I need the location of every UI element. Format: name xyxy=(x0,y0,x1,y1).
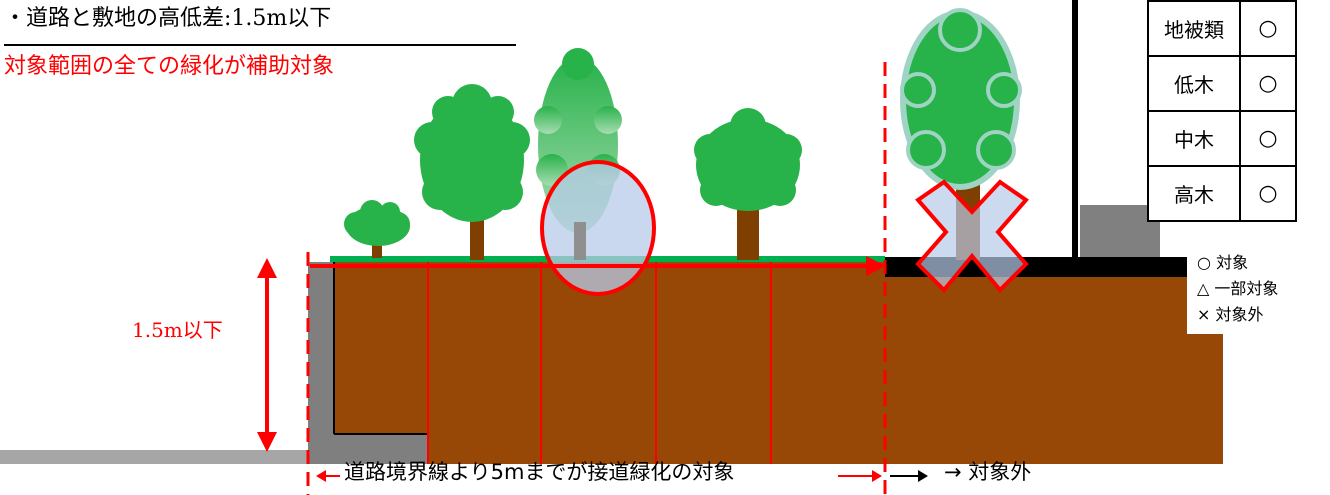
height-label: 1.5m以下 xyxy=(132,318,223,342)
bottom-target-caption: 道路境界線より5mまでが接道緑化の対象 xyxy=(322,462,734,483)
tall-tree-2 xyxy=(694,108,802,260)
building-base xyxy=(1080,205,1160,257)
plant-type-name: 中木 xyxy=(1147,110,1241,167)
highlight-circle xyxy=(540,160,656,296)
plant-type-mark: ○ xyxy=(1239,55,1297,112)
outside-arrow-head xyxy=(918,470,928,482)
tall-tree-1 xyxy=(414,84,530,260)
legend-symbol: △ xyxy=(1197,279,1210,298)
table-row: 中木 ○ xyxy=(1147,110,1297,167)
legend-item: △ 一部対象 xyxy=(1197,276,1309,302)
legend-label: 一部対象 xyxy=(1214,279,1279,298)
soil-target-area xyxy=(334,262,885,464)
table-row: 低木 ○ xyxy=(1147,55,1297,112)
symbol-legend: ○ 対象 △ 一部対象 × 対象外 xyxy=(1187,246,1309,334)
bottom-arrow-right-head xyxy=(872,470,882,482)
plant-type-name: 地被類 xyxy=(1147,0,1241,57)
subtitle: 対象範囲の全ての緑化が補助対象 xyxy=(4,54,335,79)
legend-symbol: ○ xyxy=(1197,253,1211,272)
range-arrow-head xyxy=(866,256,886,276)
road-surface xyxy=(0,450,312,464)
bottom-arrow-left-head xyxy=(316,470,326,482)
plant-type-name: 低木 xyxy=(1147,55,1241,112)
plant-type-name: 高木 xyxy=(1147,165,1241,222)
bottom-outside-caption: → 対象外 xyxy=(944,462,1031,483)
soil-outside-area xyxy=(885,276,1223,464)
legend-label: 対象外 xyxy=(1215,305,1264,324)
retaining-wall xyxy=(308,262,428,464)
outside-tree xyxy=(900,8,1022,260)
legend-label: 対象 xyxy=(1216,253,1249,272)
legend-symbol: × xyxy=(1197,305,1211,324)
header-title: ・道路と敷地の高低差:1.5m以下 xyxy=(4,6,332,31)
header-underline xyxy=(4,44,516,46)
table-row: 地被類 ○ xyxy=(1147,0,1297,57)
table-row: 高木 ○ xyxy=(1147,165,1297,222)
exclusion-x-mark xyxy=(915,179,1029,293)
bottom-outside-text: → 対象外 xyxy=(944,460,1032,484)
height-arrow-bottom xyxy=(257,432,277,452)
plant-type-mark: ○ xyxy=(1239,0,1297,57)
height-arrow-top xyxy=(257,258,277,278)
plant-type-mark: ○ xyxy=(1239,110,1297,167)
plant-type-mark: ○ xyxy=(1239,165,1297,222)
shrub-tree xyxy=(344,200,410,258)
medium-tree-trunk xyxy=(574,222,586,260)
bottom-target-text: 道路境界線より5mまでが接道緑化の対象 xyxy=(344,460,735,484)
building-wall xyxy=(1072,0,1078,260)
plant-type-table: 地被類 ○ 低木 ○ 中木 ○ 高木 ○ xyxy=(1147,0,1297,222)
legend-item: ○ 対象 xyxy=(1197,250,1309,276)
grid-lines xyxy=(427,262,772,464)
legend-item: × 対象外 xyxy=(1197,302,1309,328)
